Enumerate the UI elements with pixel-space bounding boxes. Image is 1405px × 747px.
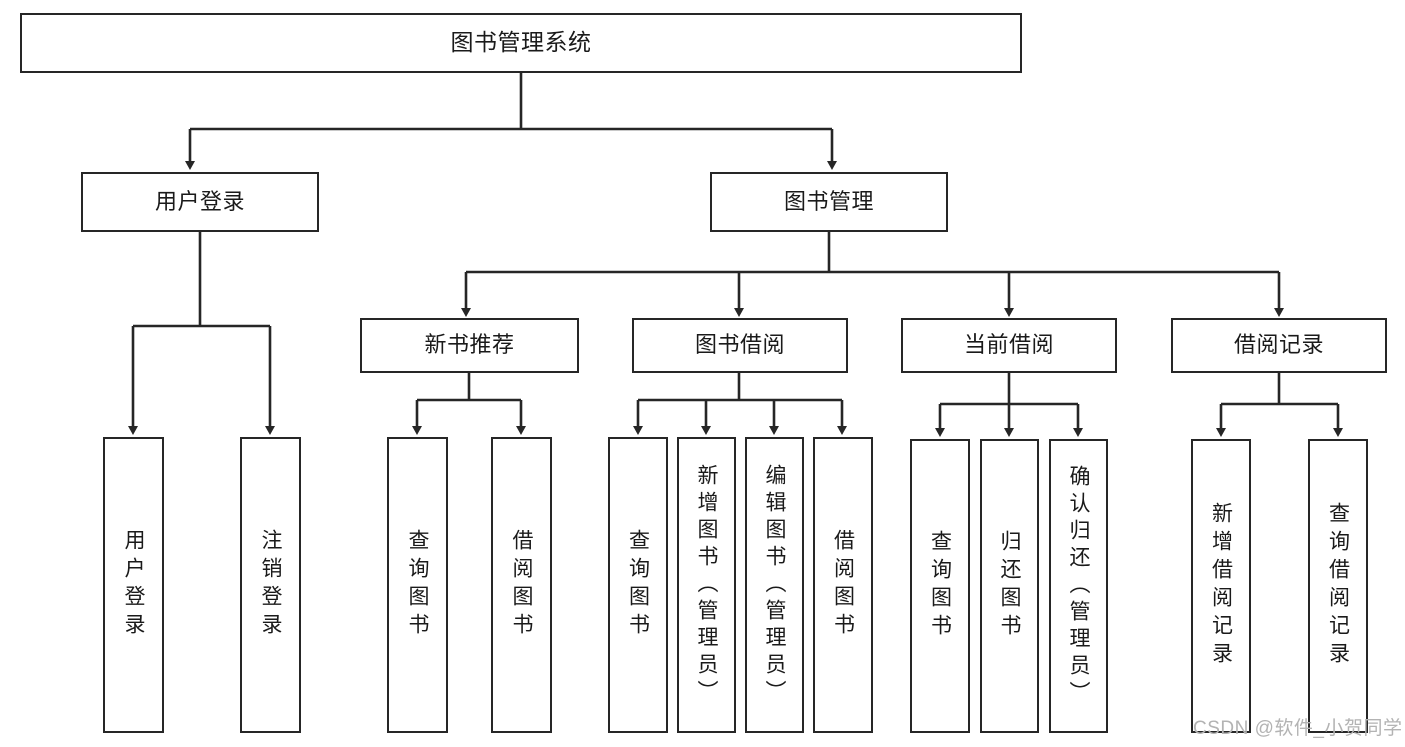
leaf-confirm-return-admin[interactable]: 确认归还（管理员） — [1049, 439, 1108, 733]
leaf-query-book-recommend[interactable]: 查询图书 — [387, 437, 448, 733]
node-label: 图书借阅 — [694, 332, 785, 358]
leaf-add-borrow-record[interactable]: 新增借阅记录 — [1191, 439, 1251, 733]
csdn-watermark: CSDN @软件_小贺同学 — [1193, 718, 1403, 739]
node-label: 用户登录 — [122, 529, 145, 641]
node-label: 查询图书 — [928, 530, 952, 642]
leaf-borrow-book-recommend[interactable]: 借阅图书 — [491, 437, 552, 733]
node-user-login[interactable]: 用户登录 — [81, 172, 319, 232]
node-label: 确认归还（管理员） — [1067, 464, 1090, 708]
node-new-book-recommend[interactable]: 新书推荐 — [360, 318, 579, 373]
leaf-add-book-admin[interactable]: 新增图书（管理员） — [677, 437, 736, 733]
node-book-borrow[interactable]: 图书借阅 — [632, 318, 848, 373]
leaf-user-login[interactable]: 用户登录 — [103, 437, 164, 733]
node-label: 查询图书 — [406, 529, 429, 641]
leaf-borrow-book-borrow[interactable]: 借阅图书 — [813, 437, 873, 733]
node-label: 注销登录 — [259, 529, 282, 641]
node-label: 当前借阅 — [963, 332, 1054, 358]
leaf-return-book[interactable]: 归还图书 — [980, 439, 1039, 733]
node-label: 归还图书 — [998, 530, 1021, 642]
leaf-query-book-borrow[interactable]: 查询图书 — [608, 437, 668, 733]
node-label: 借阅图书 — [510, 529, 533, 641]
node-label: 编辑图书（管理员） — [763, 463, 786, 707]
node-label: 借阅记录 — [1233, 332, 1324, 358]
node-label: 图书管理系统 — [450, 29, 592, 56]
node-current-borrow[interactable]: 当前借阅 — [901, 318, 1117, 373]
node-label: 用户登录 — [154, 188, 245, 214]
node-label: 查询图书 — [626, 529, 650, 641]
leaf-query-book-current[interactable]: 查询图书 — [910, 439, 970, 733]
node-borrow-record[interactable]: 借阅记录 — [1171, 318, 1387, 373]
node-label: 新增借阅记录 — [1209, 502, 1233, 670]
node-book-manage[interactable]: 图书管理 — [710, 172, 948, 232]
node-label: 图书管理 — [783, 188, 874, 214]
node-label: 新书推荐 — [424, 332, 515, 358]
node-label: 查询借阅记录 — [1326, 502, 1350, 670]
node-root-book-management-system[interactable]: 图书管理系统 — [20, 13, 1022, 73]
node-label: 新增图书（管理员） — [695, 463, 718, 707]
leaf-edit-book-admin[interactable]: 编辑图书（管理员） — [745, 437, 804, 733]
node-label: 借阅图书 — [831, 529, 855, 641]
leaf-logout-login[interactable]: 注销登录 — [240, 437, 301, 733]
leaf-query-borrow-record[interactable]: 查询借阅记录 — [1308, 439, 1368, 733]
